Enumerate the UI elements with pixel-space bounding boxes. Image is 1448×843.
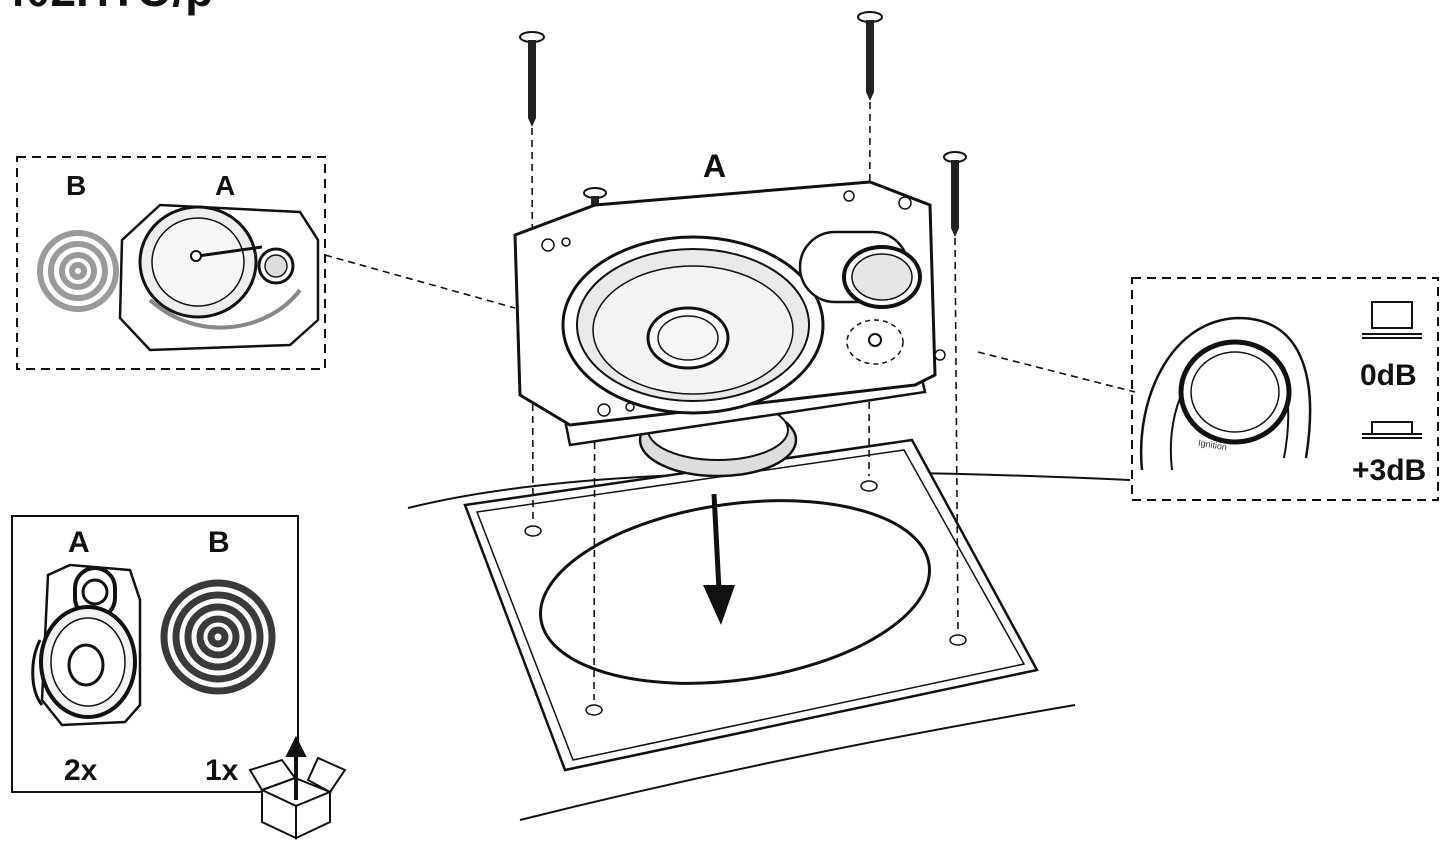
svg-text:Ignition: Ignition [1197, 438, 1227, 453]
screw-2 [857, 11, 883, 101]
contents-speaker-label: A [68, 526, 90, 559]
package-contents: A B 2x 1x [11, 515, 347, 840]
switch-3db-label: +3dB [1352, 454, 1426, 487]
contents-grille-label: B [208, 526, 230, 559]
dip-switch-icon [1362, 301, 1422, 439]
screw-icon [519, 11, 967, 273]
down-arrow-icon [703, 493, 735, 625]
grille-spiral-light [37, 230, 119, 312]
main-part-label: A [703, 148, 726, 184]
speaker-a [513, 180, 946, 478]
detail-grille-label: B [66, 170, 86, 201]
screw-3 [943, 151, 967, 237]
header-title-fragment: 4θ2ΠΤΘ/p [0, 0, 213, 16]
mounting-plate [463, 438, 1039, 772]
detail-assembled: B A [16, 156, 326, 370]
contents-speaker-qty: 2x [64, 754, 98, 787]
contents-speaker [31, 563, 142, 727]
detail-speaker [118, 203, 320, 352]
screw-1 [519, 31, 545, 127]
open-box-icon [248, 735, 347, 840]
detail-speaker-label: A [215, 170, 235, 201]
contents-grille [160, 579, 276, 695]
contents-grille-qty: 1x [205, 754, 239, 787]
detail-tweeter-switch: Ignition 0dB +3dB [1131, 277, 1439, 501]
switch-0db-label: 0dB [1360, 359, 1417, 392]
